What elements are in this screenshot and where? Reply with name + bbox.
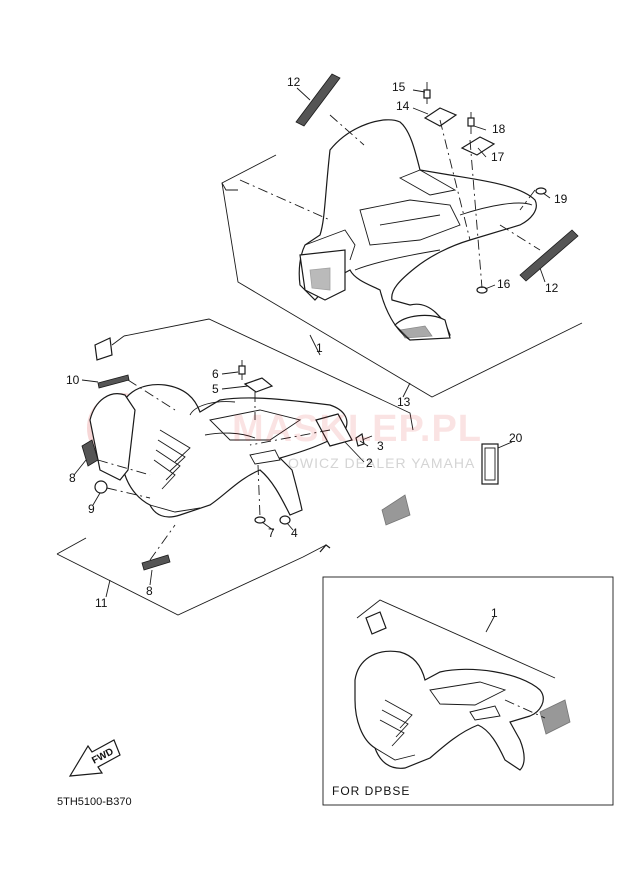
callout-20: 20: [509, 431, 523, 445]
callout-13: 13: [397, 395, 411, 409]
callout-1-inset: 1: [491, 606, 498, 620]
callout-17: 17: [491, 150, 505, 164]
plate-2: [315, 413, 353, 447]
callout-8-upper: 8: [69, 471, 76, 485]
decal-10: [97, 374, 130, 389]
callout-8-lower: 8: [146, 584, 153, 598]
screw-3: [355, 433, 373, 447]
grommet-19: [535, 187, 547, 195]
callout-16: 16: [497, 277, 511, 291]
inset-fender-assembly: [354, 599, 571, 771]
front-fender-assembly: [56, 318, 414, 616]
callout-14: 14: [396, 99, 410, 113]
decal-front-right: [381, 494, 411, 526]
callout-6: 6: [212, 367, 219, 381]
front-fender-frame: [123, 318, 414, 431]
rear-fender-frame: [221, 154, 583, 398]
inset-caption: FOR DPBSE: [332, 784, 411, 798]
part-code: 5TH5100-B370: [57, 796, 132, 808]
decal-12-left: [295, 73, 341, 127]
callout-15: 15: [392, 80, 406, 94]
callout-leaders: [73, 87, 551, 633]
callout-1-top: 1: [316, 341, 323, 355]
callout-7: 7: [268, 526, 275, 540]
watermark-subtext: OWICZ DEALER YAMAHA: [288, 455, 476, 471]
plate-17: [460, 136, 496, 156]
inset-fender-shell: [354, 650, 544, 771]
decal-8-lower: [141, 554, 171, 571]
nut-4: [279, 515, 291, 525]
watermark-text: MASKLEP.PL: [232, 408, 483, 450]
plate-14: [423, 107, 458, 127]
pin-15: [423, 82, 431, 104]
callout-3: 3: [377, 439, 384, 453]
decal-12-right: [519, 229, 579, 282]
callout-2: 2: [366, 456, 373, 470]
pin-6: [238, 360, 246, 380]
callout-12-right: 12: [545, 281, 559, 295]
emblem-9: [94, 480, 108, 494]
callout-4: 4: [291, 526, 298, 540]
label-20: [481, 443, 499, 485]
pin-18: [467, 112, 475, 134]
callout-12-left: 12: [287, 75, 301, 89]
callout-19: 19: [554, 192, 568, 206]
inset-decal: [539, 699, 571, 735]
callout-10: 10: [66, 373, 80, 387]
callout-18: 18: [492, 122, 506, 136]
callout-5: 5: [212, 382, 219, 396]
grommet-7: [254, 516, 266, 524]
callout-11: 11: [95, 596, 108, 610]
fwd-arrow-icon: [68, 739, 121, 777]
callout-9: 9: [88, 502, 95, 516]
inset-box: [322, 576, 614, 806]
plate-5: [243, 377, 274, 393]
rear-fender-assembly: [221, 119, 583, 398]
